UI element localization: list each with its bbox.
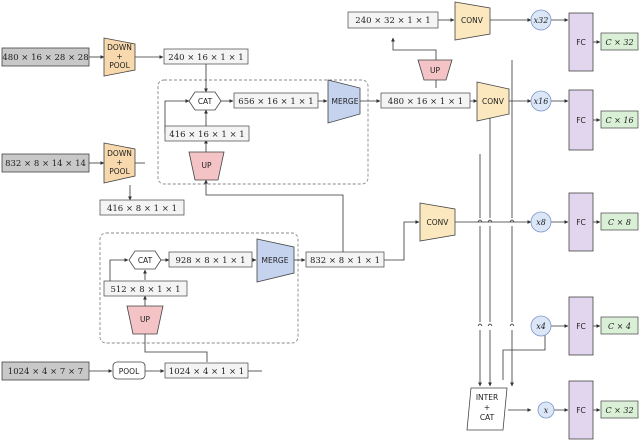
tensor-box-t1: 240 × 16 × 1 × 1 <box>163 48 249 65</box>
input-label-1: 480 × 16 × 28 × 28 <box>2 53 88 63</box>
var-circle-x16: x16 <box>530 90 552 112</box>
var-label-x: x <box>544 406 549 415</box>
cat-label: CAT <box>138 256 153 265</box>
tensor-box-t9: 512 × 8 × 1 × 1 <box>103 280 188 297</box>
tensor-label-t6: 240 × 32 × 1 × 1 <box>355 16 430 26</box>
merge-label: MERGE <box>262 256 289 265</box>
fc-block-3: FC <box>568 192 594 252</box>
tensor-label-t9: 512 × 8 × 1 × 1 <box>110 285 180 295</box>
input-box-2: 832 × 8 × 14 × 14 <box>1 153 90 173</box>
merge-block-lower: MERGE <box>256 238 295 283</box>
conv-label: CONV <box>461 16 484 25</box>
input-box-1: 480 × 16 × 28 × 28 <box>1 47 90 67</box>
var-label-x4: x4 <box>536 322 546 331</box>
cat-block-lower: CAT <box>128 250 162 270</box>
fc-block-4: FC <box>568 296 594 356</box>
output-label-4: C × 4 <box>608 322 631 331</box>
conv-label: CONV <box>427 218 450 227</box>
up-block-upper: UP <box>188 151 225 181</box>
output-label-3: C × 8 <box>608 218 631 227</box>
down-pool-block-1: DOWN + POOL <box>103 37 136 77</box>
up-block-lower: UP <box>126 305 164 335</box>
fc-label: FC <box>576 322 586 331</box>
tensor-label-t1: 240 × 16 × 1 × 1 <box>168 53 243 63</box>
pool-label: POOL <box>109 61 130 70</box>
output-box-3: C × 8 <box>600 212 639 231</box>
tensor-box-t4: 480 × 16 × 1 × 1 <box>380 92 471 109</box>
tensor-label-t8: 832 × 8 × 1 × 1 <box>310 256 380 266</box>
cat-block-upper: CAT <box>188 91 222 111</box>
inter-cat-block: INTER + CAT <box>466 387 508 431</box>
tensor-label-t7: 928 × 8 × 1 × 1 <box>175 256 245 266</box>
input-box-3: 1024 × 4 × 7 × 7 <box>1 361 90 381</box>
up-label: UP <box>430 66 440 75</box>
conv-block-3: CONV <box>419 202 456 242</box>
output-label-5: C × 32 <box>605 406 633 415</box>
var-label-x8: x8 <box>536 218 546 227</box>
tensor-label-t3: 416 × 16 × 1 × 1 <box>169 130 244 140</box>
pool-label: POOL <box>109 167 130 176</box>
fc-label: FC <box>576 38 586 47</box>
output-box-5: C × 32 <box>600 400 639 419</box>
tensor-label-t10: 1024 × 4 × 1 × 1 <box>169 367 244 377</box>
tensor-box-t5: 416 × 8 × 1 × 1 <box>99 199 185 216</box>
conv-block-1: CONV <box>454 1 491 41</box>
output-label-2: C × 16 <box>605 116 633 125</box>
pool-block: POOL <box>112 361 146 380</box>
upper-fusion-group <box>157 79 369 185</box>
lower-fusion-group <box>99 232 299 344</box>
var-circle-x8: x8 <box>530 211 552 233</box>
up-label: UP <box>140 315 150 324</box>
down-label: DOWN <box>107 149 132 158</box>
fc-block-5: FC <box>568 380 594 440</box>
output-box-1: C × 32 <box>600 32 639 51</box>
var-circle-x32: x32 <box>530 9 552 31</box>
plus-label: + <box>484 403 490 412</box>
var-label-x16: x16 <box>534 97 549 106</box>
conv-block-2: CONV <box>476 81 510 122</box>
output-label-1: C × 32 <box>605 38 633 47</box>
up-block-top: UP <box>417 59 453 81</box>
conv-label: CONV <box>482 97 505 106</box>
var-circle-x4: x4 <box>530 315 552 337</box>
merge-label: MERGE <box>332 97 359 106</box>
fc-label: FC <box>576 406 586 415</box>
var-circle-x: x <box>537 401 555 419</box>
up-label: UP <box>201 161 211 170</box>
fc-block-2: FC <box>568 89 594 151</box>
edges <box>89 18 601 412</box>
plus-label: + <box>116 52 122 61</box>
output-box-4: C × 4 <box>600 316 639 335</box>
tensor-box-t10: 1024 × 4 × 1 × 1 <box>164 362 249 379</box>
cat-label: CAT <box>480 413 495 422</box>
tensor-box-t2: 656 × 16 × 1 × 1 <box>233 92 319 109</box>
cat-label: CAT <box>198 97 213 106</box>
tensor-box-t6: 240 × 32 × 1 × 1 <box>347 11 439 29</box>
tensor-label-t2: 656 × 16 × 1 × 1 <box>238 97 313 107</box>
fc-label: FC <box>576 218 586 227</box>
tensor-box-t3: 416 × 16 × 1 × 1 <box>164 125 250 142</box>
inter-label: INTER <box>476 393 498 402</box>
input-label-3: 1024 × 4 × 7 × 7 <box>8 367 83 377</box>
fc-label: FC <box>576 116 586 125</box>
tensor-label-t4: 480 × 16 × 1 × 1 <box>388 97 463 107</box>
tensor-label-t5: 416 × 8 × 1 × 1 <box>107 204 177 214</box>
tensor-box-t7: 928 × 8 × 1 × 1 <box>168 251 253 268</box>
tensor-box-t8: 832 × 8 × 1 × 1 <box>305 251 385 268</box>
plus-label: + <box>116 158 122 167</box>
var-label-x32: x32 <box>534 16 549 25</box>
output-box-2: C × 16 <box>600 110 639 129</box>
fc-block-1: FC <box>568 12 594 72</box>
down-label: DOWN <box>107 43 132 52</box>
pool-label: POOL <box>119 367 140 376</box>
input-label-2: 832 × 8 × 14 × 14 <box>5 159 86 169</box>
down-pool-block-2: DOWN + POOL <box>103 142 136 184</box>
merge-block-upper: MERGE <box>327 79 361 124</box>
